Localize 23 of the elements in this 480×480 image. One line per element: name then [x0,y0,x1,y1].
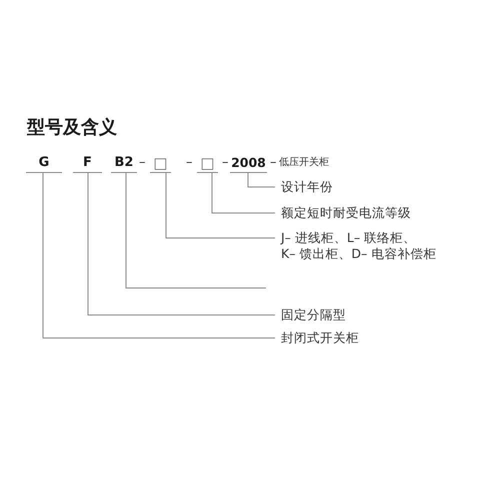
code-segment: F [73,154,102,173]
meaning-text: 封闭式开关柜 [275,330,359,346]
diagram-title: 型号及含义 [27,116,117,140]
leader-line [166,172,276,238]
code-segment: □ [197,154,218,173]
meaning-text: 固定分隔型 [275,307,346,323]
leader-line [42,172,276,338]
meaning-text: J– 进线柜、L– 联络柜、K– 馈出柜、D– 电容补偿柜 [275,230,436,262]
code-segment: B2 [111,154,137,173]
code-segment: □ [150,154,171,173]
leader-line [248,172,276,188]
separator-dash: – [186,154,192,172]
leader-line [88,172,276,316]
code-segment: 2008 [230,154,267,173]
leader-line [212,172,276,214]
separator-dash: – [270,154,276,172]
meaning-text: 额定短时耐受电流等级 [275,205,411,221]
code-segment: G [26,154,62,173]
separator-dash: – [139,154,146,172]
code-suffix-text: 低压开关柜 [279,156,329,170]
leader-line [126,172,266,288]
meaning-text: 设计年份 [275,179,333,195]
separator-dash: – [222,154,228,172]
